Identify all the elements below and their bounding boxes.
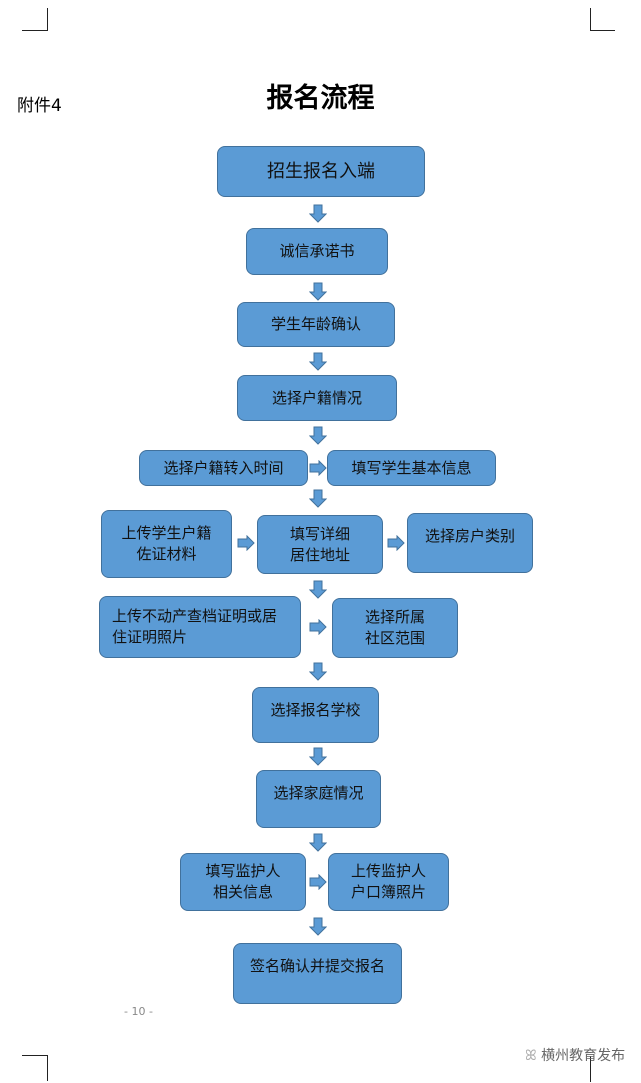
page-title: 报名流程 bbox=[266, 83, 375, 114]
step-student-info: 填写学生基本信息 bbox=[327, 450, 496, 486]
arrow-right-icon bbox=[387, 535, 405, 551]
arrow-right-icon bbox=[309, 874, 327, 890]
step-upload-household-proof: 上传学生户籍 佐证材料 bbox=[101, 510, 232, 578]
step-household-status: 选择户籍情况 bbox=[237, 375, 397, 421]
crop-mark bbox=[22, 30, 48, 31]
step-upload-property-proof: 上传不动产查档证明或居 住证明照片 bbox=[99, 596, 301, 658]
watermark-text: 横州教育发布 bbox=[541, 1048, 626, 1064]
step-guardian-info: 填写监护人 相关信息 bbox=[180, 853, 306, 911]
crop-mark bbox=[22, 1055, 48, 1056]
step-upload-hukou: 上传监护人 户口簿照片 bbox=[328, 853, 449, 911]
arrow-down-icon bbox=[309, 833, 327, 852]
crop-mark bbox=[590, 1056, 591, 1082]
arrow-down-icon bbox=[309, 917, 327, 936]
arrow-down-icon bbox=[309, 282, 327, 301]
arrow-right-icon bbox=[237, 535, 255, 551]
arrow-down-icon bbox=[309, 747, 327, 766]
arrow-down-icon bbox=[309, 580, 327, 599]
arrow-down-icon bbox=[309, 662, 327, 681]
arrow-down-icon bbox=[309, 489, 327, 508]
crop-mark bbox=[47, 8, 48, 31]
arrow-right-icon bbox=[309, 619, 327, 635]
crop-mark bbox=[47, 1055, 48, 1081]
watermark: ꕤ 横州教育发布 bbox=[525, 1045, 625, 1065]
arrow-down-icon bbox=[309, 426, 327, 445]
step-sign-submit: 签名确认并提交报名 bbox=[233, 943, 402, 1004]
page-number: - 10 - bbox=[124, 1005, 153, 1018]
arrow-down-icon bbox=[309, 352, 327, 371]
step-integrity-pledge: 诚信承诺书 bbox=[246, 228, 388, 275]
crop-mark bbox=[590, 8, 591, 31]
step-address: 填写详细 居住地址 bbox=[257, 515, 383, 574]
wechat-icon: ꕤ bbox=[525, 1048, 542, 1064]
step-family-status: 选择家庭情况 bbox=[256, 770, 381, 828]
step-age-confirm: 学生年龄确认 bbox=[237, 302, 395, 347]
step-enrollment-portal: 招生报名入端 bbox=[217, 146, 425, 197]
step-select-school: 选择报名学校 bbox=[252, 687, 379, 743]
arrow-right-icon bbox=[309, 460, 327, 476]
step-community: 选择所属 社区范围 bbox=[332, 598, 458, 658]
arrow-down-icon bbox=[309, 204, 327, 223]
step-housing-type: 选择房户类别 bbox=[407, 513, 533, 573]
step-transfer-time: 选择户籍转入时间 bbox=[139, 450, 308, 486]
crop-mark bbox=[590, 30, 615, 31]
attachment-label: 附件4 bbox=[17, 96, 62, 116]
